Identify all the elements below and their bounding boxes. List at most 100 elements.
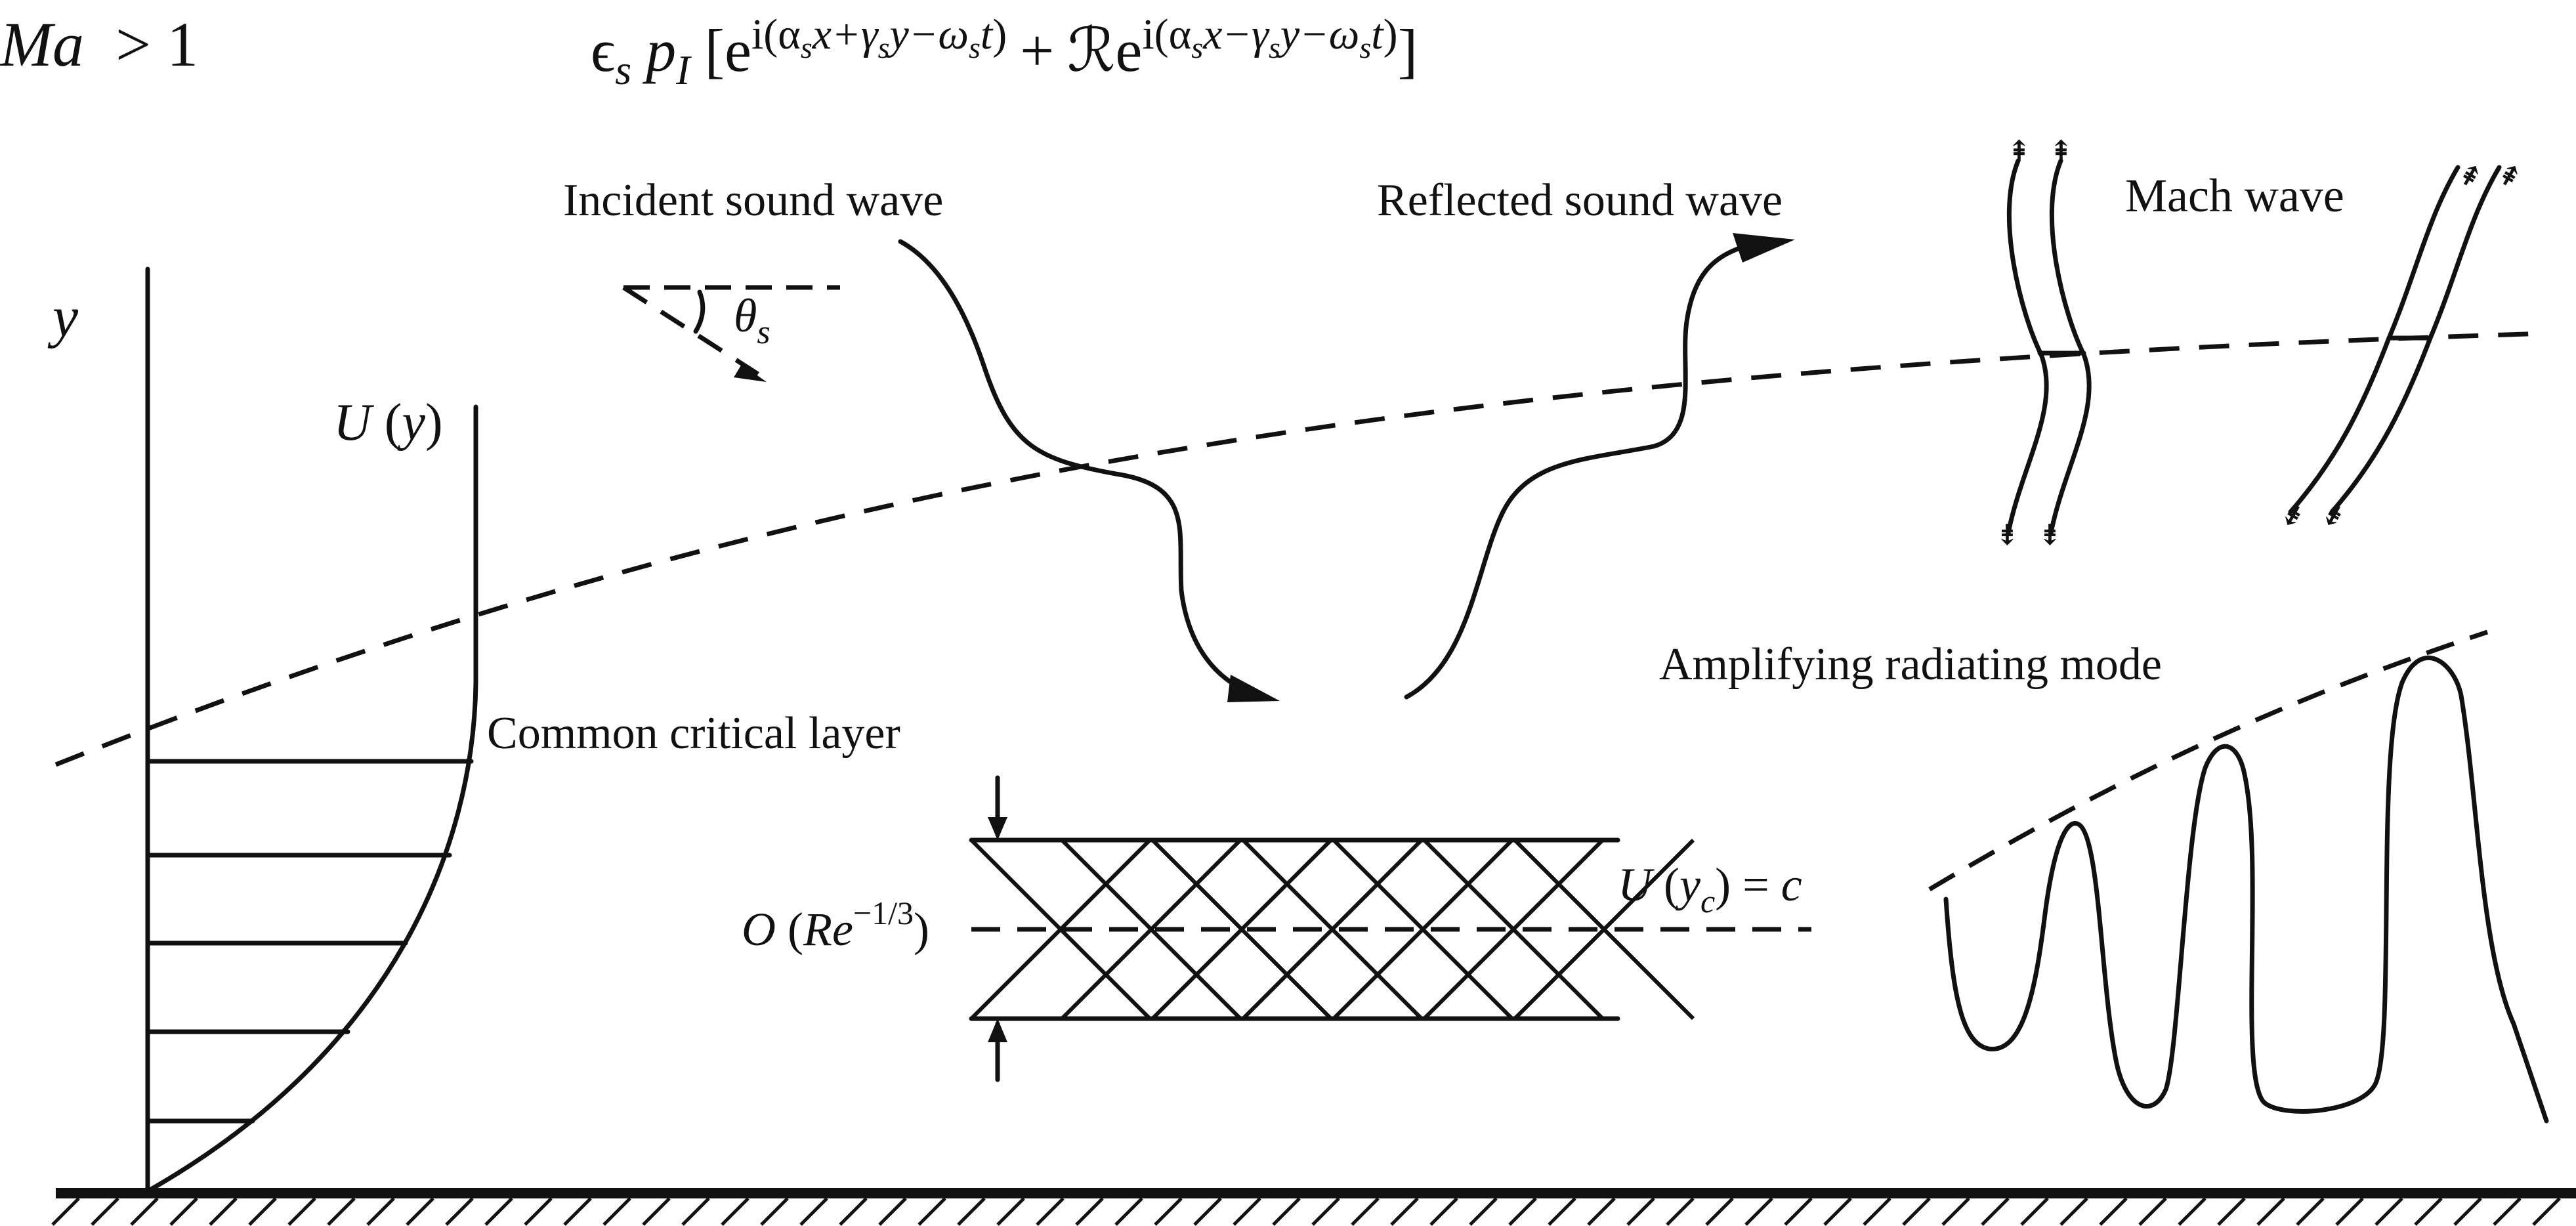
crosshatch-line — [969, 838, 1152, 1021]
hatch-mark — [1272, 1197, 1301, 1226]
hatch-mark — [2493, 1197, 2522, 1226]
forcing-bracket-close: ] — [1398, 17, 1418, 84]
hatch-mark — [1075, 1197, 1104, 1226]
hatch-mark — [1469, 1197, 1498, 1226]
reflected-wave-label: Reflected sound wave — [1377, 175, 1783, 226]
mach-condition: Ma > 1 — [0, 9, 198, 79]
hatch-mark — [1233, 1197, 1261, 1226]
hatch-mark — [2178, 1197, 2206, 1226]
mach-wave-left: ⇞ ⇞ ⇟ ⇟ — [1995, 135, 2092, 551]
hatch-mark — [2296, 1197, 2325, 1226]
forcing-pressure-sub: I — [675, 47, 692, 93]
hatch-mark — [799, 1197, 828, 1226]
forcing-pressure: p — [642, 17, 676, 84]
hatch-mark — [563, 1197, 592, 1226]
hatch-mark — [2099, 1197, 2128, 1226]
hatch-mark — [1863, 1197, 1891, 1226]
hatch-mark — [2375, 1197, 2403, 1226]
mach-wave-label: Mach wave — [2125, 169, 2344, 222]
hatch-mark — [2532, 1197, 2561, 1226]
hatch-mark — [1941, 1197, 1970, 1226]
amplifying-mode-label: Amplifying radiating mode — [1659, 639, 2162, 690]
crosshatch-line — [1241, 838, 1424, 1021]
mach-wave-arrowhead: ⇟ — [1995, 519, 2019, 551]
mach-wave-arrowhead: ⇞ — [2007, 135, 2031, 167]
wall — [51, 1188, 2576, 1226]
mach-relation: > 1 — [116, 9, 198, 79]
hatch-mark — [2138, 1197, 2167, 1226]
velocity-profile-label: U (y) — [333, 394, 443, 452]
crosshatch-line — [1422, 838, 1605, 1021]
amplifying-mode-curve — [1943, 656, 2549, 1124]
forcing-exp-base-1: e — [725, 17, 751, 84]
hatch-mark — [1744, 1197, 1773, 1226]
hatch-mark — [169, 1197, 198, 1226]
mach-wave-line — [2048, 158, 2092, 536]
hatch-mark — [721, 1197, 750, 1226]
forcing-exp-base-2: e — [1115, 17, 1142, 84]
hatch-mark — [2414, 1197, 2443, 1226]
layer-thickness-label: O (Re−1/3) — [742, 895, 929, 956]
hatch-mark — [681, 1197, 710, 1226]
hatch-mark — [287, 1197, 316, 1226]
hatch-mark — [1154, 1197, 1183, 1226]
forcing-amplitude-sub: s — [615, 47, 631, 93]
velocity-vectors — [145, 759, 474, 1124]
hatch-mark — [524, 1197, 553, 1226]
hatch-mark — [642, 1197, 671, 1226]
velocity-profile-curve — [148, 404, 478, 1192]
hatch-mark — [839, 1197, 868, 1226]
hatch-mark — [248, 1197, 277, 1226]
hatch-mark — [602, 1197, 631, 1226]
hatch-mark — [1548, 1197, 1576, 1226]
hatch-mark — [1390, 1197, 1419, 1226]
critical-layer: O (Re−1/3) U (yc) = c — [742, 775, 1811, 1082]
hatch-mark — [1626, 1197, 1655, 1226]
hatch-mark — [445, 1197, 474, 1226]
reflected-wave-path — [1404, 243, 1748, 700]
mach-wave-arrowhead: ⇟ — [2038, 519, 2062, 551]
hatch-mark — [1666, 1197, 1695, 1226]
crosshatch-line — [1513, 838, 1695, 1021]
mach-symbol: Ma — [0, 9, 84, 79]
angle-arrow-head — [734, 364, 767, 382]
mach-wave-arrowhead: ⇟ — [2315, 496, 2352, 536]
forcing-plus: + — [1020, 17, 1054, 84]
crosshatch-line — [1060, 838, 1242, 1021]
hatch-mark — [2453, 1197, 2482, 1226]
theta-label: θs — [734, 289, 771, 351]
hatch-mark — [878, 1197, 907, 1226]
mach-wave-arrowhead: ⇟ — [2274, 496, 2311, 536]
angle-arc — [693, 289, 706, 334]
hatch-mark — [957, 1197, 986, 1226]
hatch-mark — [1902, 1197, 1931, 1226]
hatch-mark — [130, 1197, 159, 1226]
incident-wave-arrowhead — [1227, 675, 1280, 702]
hatch-mark — [406, 1197, 434, 1226]
hatch-mark — [1587, 1197, 1616, 1226]
hatch-mark — [2335, 1197, 2364, 1226]
hatch-mark — [1705, 1197, 1734, 1226]
hatch-mark — [1429, 1197, 1458, 1226]
hatch-mark — [1036, 1197, 1065, 1226]
critical-condition-label: U (yc) = c — [1618, 858, 1802, 919]
forcing-amplitude: ϵ — [591, 17, 615, 84]
hatch-mark — [1311, 1197, 1340, 1226]
incidence-angle: θs — [622, 285, 840, 382]
mach-wave-arrowhead: ⇞ — [2491, 156, 2527, 196]
hatch-mark — [1823, 1197, 1852, 1226]
critical-layer-crosshatch — [969, 838, 1695, 1021]
thickness-arrowhead-top — [988, 817, 1007, 840]
hatch-mark — [51, 1197, 80, 1226]
hatch-mark — [2256, 1197, 2285, 1226]
reflection-coefficient: ℛ — [1067, 17, 1115, 84]
svg-text:Ma > 1: Ma > 1 — [0, 9, 198, 79]
hatch-mark — [2020, 1197, 2049, 1226]
hatch-mark — [1351, 1197, 1380, 1226]
angle-direction-line — [622, 285, 759, 376]
incident-wave-path — [898, 239, 1263, 698]
mach-wave-arrowhead: ⇞ — [2049, 135, 2073, 167]
hatch-mark — [209, 1197, 238, 1226]
